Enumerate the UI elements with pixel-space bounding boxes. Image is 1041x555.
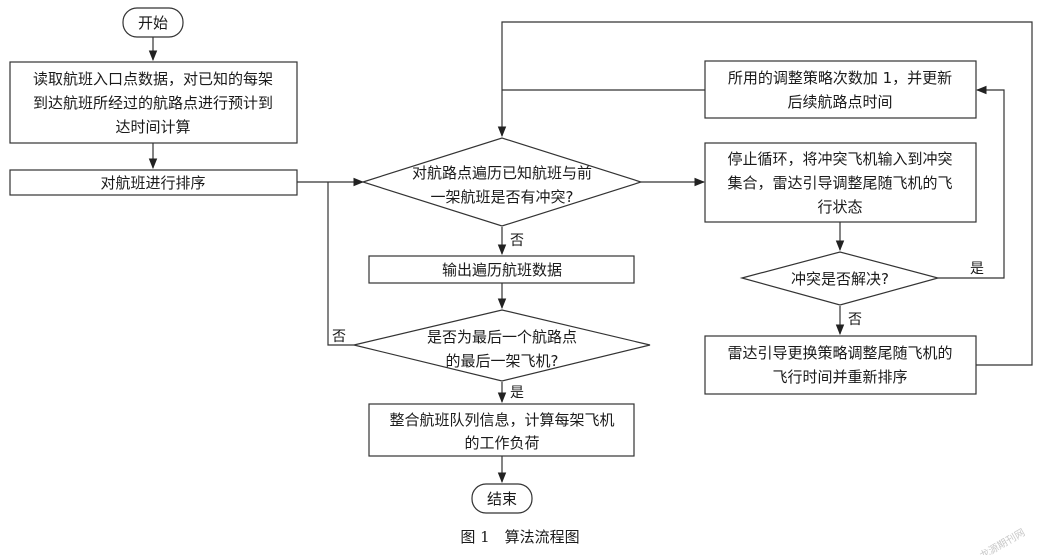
- node-integrate-line-1: 整合航班队列信息，计算每架飞机: [389, 411, 614, 429]
- node-stop-loop: 停止循环，将冲突飞机输入到冲突 集合，雷达引导调整尾随飞机的飞 行状态: [704, 142, 977, 223]
- node-output: 输出遍历航班数据: [368, 255, 635, 284]
- edge-label-resolved-yes: 是: [970, 261, 984, 277]
- edge-resolved-to-adjust-count: [938, 85, 1005, 279]
- node-resolved-label: 冲突是否解决?: [791, 270, 889, 288]
- node-stop-loop-line-2: 集合，雷达引导调整尾随飞机的飞: [727, 174, 952, 192]
- node-radar-change: 雷达引导更换策略调整尾随飞机的 飞行时间并重新排序: [704, 335, 977, 395]
- node-adjust-count: 所用的调整策略次数加 1，并更新 后续航路点时间: [704, 60, 977, 119]
- node-read-data: 读取航班入口点数据，对已知的每架 到达航班所经过的航路点进行预计到 达时间计算: [9, 61, 298, 144]
- node-stop-loop-line-3: 行状态: [817, 198, 862, 216]
- node-end-label: 结束: [487, 490, 517, 508]
- node-check-last: 是否为最后一个航路点 的最后一架飞机?: [353, 309, 651, 382]
- figure-caption: 图 1 算法流程图: [460, 528, 579, 546]
- edge-radar-change-loop-top: [497, 21, 1033, 366]
- node-adjust-count-line-1: 所用的调整策略次数加 1，并更新: [728, 69, 952, 87]
- node-stop-loop-line-1: 停止循环，将冲突飞机输入到冲突: [727, 150, 952, 168]
- edge-label-last-no: 否: [332, 329, 346, 345]
- edge-label-last-yes: 是: [510, 385, 524, 401]
- node-check-conflict-line-1: 对航路点遍历已知航班与前: [412, 164, 592, 182]
- edge-label-conflict-no: 否: [510, 233, 524, 249]
- node-integrate-line-2: 的工作负荷: [464, 434, 539, 452]
- node-start-label: 开始: [138, 14, 168, 32]
- edge-label-resolved-no: 否: [848, 312, 862, 328]
- node-read-data-line-1: 读取航班入口点数据，对已知的每架: [33, 70, 273, 88]
- node-sort-label: 对航班进行排序: [100, 174, 205, 192]
- node-end: 结束: [471, 483, 533, 514]
- node-radar-change-line-2: 飞行时间并重新排序: [772, 368, 907, 386]
- node-output-label: 输出遍历航班数据: [442, 261, 562, 279]
- node-integrate: 整合航班队列信息，计算每架飞机 的工作负荷: [368, 403, 635, 457]
- node-radar-change-line-1: 雷达引导更换策略调整尾随飞机的: [727, 344, 952, 362]
- watermark: 龙源期刊网: [977, 526, 1027, 555]
- node-check-last-line-1: 是否为最后一个航路点: [427, 328, 577, 346]
- node-resolved: 冲突是否解决?: [739, 251, 941, 306]
- node-adjust-count-line-2: 后续航路点时间: [787, 93, 892, 111]
- node-read-data-line-3: 达时间计算: [115, 118, 190, 136]
- node-sort: 对航班进行排序: [9, 169, 298, 196]
- node-check-conflict: 对航路点遍历已知航班与前 一架航班是否有冲突?: [361, 137, 643, 227]
- node-check-last-line-2: 的最后一架飞机?: [446, 352, 559, 370]
- node-start: 开始: [122, 7, 184, 38]
- edge-check-last-loop-back: [327, 182, 354, 346]
- node-check-conflict-line-2: 一架航班是否有冲突?: [431, 188, 574, 206]
- node-read-data-line-2: 到达航班所经过的航路点进行预计到: [33, 94, 273, 112]
- edges: [148, 21, 1033, 484]
